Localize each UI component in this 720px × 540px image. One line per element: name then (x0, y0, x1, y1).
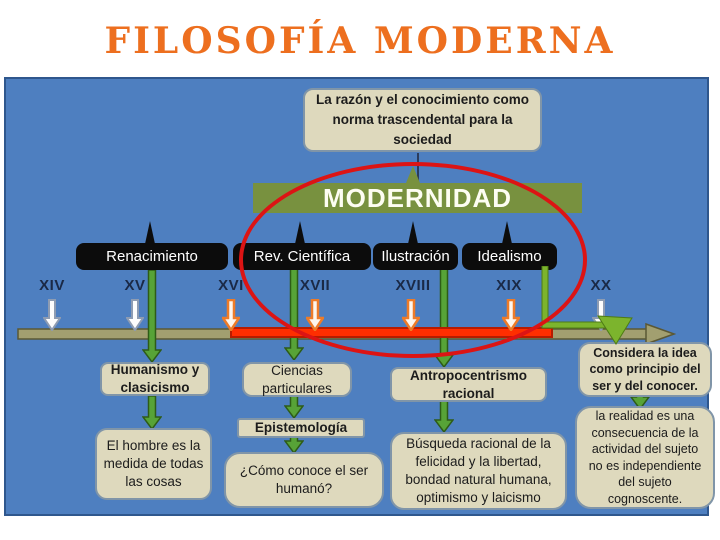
banner-tail-icon (406, 166, 420, 183)
realidad-box: la realidad es una consecuencia de la ac… (575, 406, 715, 509)
humanismo-box: Humanismo y clasicismo (100, 362, 210, 396)
down-arrow-icon (502, 299, 520, 331)
flow-arrow-icon (284, 436, 304, 453)
epistemologia-box: Epistemología (237, 418, 365, 438)
elbow-arrow-icon (541, 266, 633, 345)
century-label: XIX (496, 277, 522, 294)
down-arrow-icon (43, 299, 61, 331)
century-label: XX (590, 277, 612, 294)
hombre-box: El hombre es la medida de todas las cosa… (95, 428, 212, 500)
down-arrow-icon (402, 299, 420, 331)
flow-arrow-icon (142, 270, 162, 362)
era-box-idealismo: Idealismo (462, 243, 557, 270)
down-arrow-icon (306, 299, 324, 331)
flow-arrow-icon (142, 396, 162, 429)
century-label: XVII (299, 277, 331, 294)
antropocentrismo-box: Antropocentrismo racional (390, 367, 547, 402)
down-arrow-icon (126, 299, 144, 331)
busqueda-box: Búsqueda racional de la felicidad y la l… (390, 432, 567, 510)
modernidad-banner: MODERNIDAD (253, 183, 582, 213)
era-box-ilustracion: Ilustración (373, 243, 458, 270)
modernity-period-bar (230, 327, 553, 338)
callout-tail-icon (295, 221, 305, 244)
considera-box: Considera la idea como principio del ser… (578, 342, 712, 397)
century-label: XV (124, 277, 146, 294)
flow-arrow-icon (434, 401, 454, 432)
premise-box: La razón y el conocimiento como norma tr… (303, 88, 542, 152)
callout-tail-icon (408, 221, 418, 244)
callout-tail-icon (502, 221, 512, 244)
century-label: XVIII (395, 277, 431, 294)
century-label: XVI (218, 277, 244, 294)
ciencias-box: Ciencias particulares (242, 362, 352, 397)
era-box-renacimiento: Renacimiento (76, 243, 228, 270)
callout-tail-icon (145, 221, 155, 244)
era-box-rev-cientifica: Rev. Científica (233, 243, 371, 270)
flow-arrow-icon (284, 396, 304, 418)
century-label: XIV (39, 277, 65, 294)
como-conoce-box: ¿Cómo conoce el ser humanó? (224, 452, 384, 508)
down-arrow-icon (222, 299, 240, 331)
flow-arrow-icon (434, 268, 454, 367)
slide-title: FILOSOFÍA MODERNA (104, 20, 616, 62)
